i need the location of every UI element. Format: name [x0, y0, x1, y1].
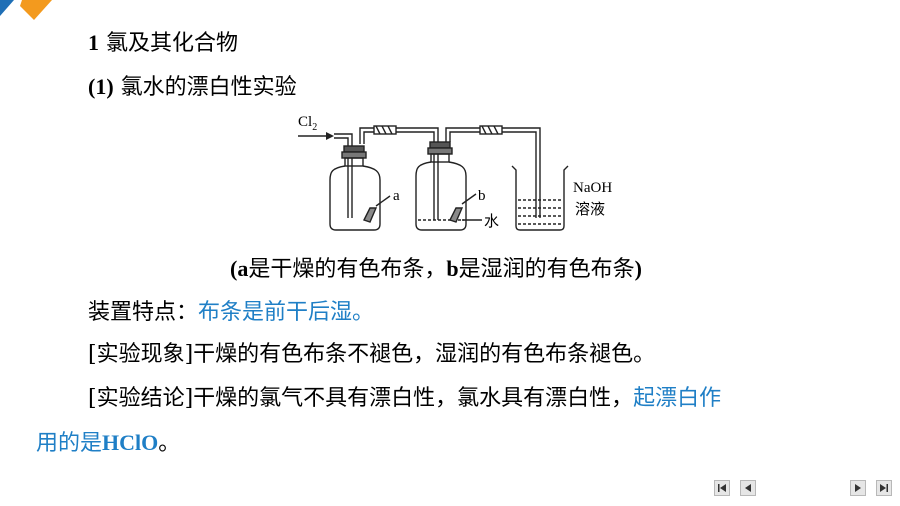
- hclo-formula: HClO: [102, 430, 159, 455]
- rubber-connector-1: [373, 125, 397, 135]
- label-water: 水: [484, 213, 499, 230]
- subsection-heading: (1) 氯水的漂白性实验: [88, 72, 297, 103]
- wet-strip-b: [449, 207, 464, 223]
- rubber-connector-2: [479, 125, 503, 135]
- last-page-icon: [880, 484, 888, 492]
- label-a: a: [393, 188, 400, 204]
- previous-page-icon: [745, 484, 751, 492]
- dry-strip-a: [363, 207, 378, 223]
- label-naoh: NaOH: [573, 180, 612, 196]
- label-b: b: [478, 188, 486, 204]
- cl2-label: Cl2: [298, 114, 317, 133]
- dry-bottle: [329, 127, 381, 231]
- feature-answer: 布条是前干后湿。: [198, 300, 375, 325]
- next-page-icon: [855, 484, 861, 492]
- first-page-icon: [718, 484, 726, 492]
- experiment-phenomenon: [实验现象]干燥的有色布条不褪色，湿润的有色布条褪色。: [88, 342, 656, 367]
- caption-a: a: [237, 256, 249, 281]
- experiment-conclusion: [实验结论]干燥的氯气不具有漂白性，氯水具有漂白性，起漂白作: [88, 386, 722, 411]
- device-feature: 装置特点：布条是前干后湿。: [88, 298, 374, 328]
- figure-caption: (a是干燥的有色布条，b是湿润的有色布条): [230, 256, 642, 282]
- naoh-beaker: [511, 165, 569, 231]
- wet-bottle: [415, 127, 482, 231]
- section-title: 氯及其化合物: [106, 31, 239, 56]
- last-page-button[interactable]: [876, 480, 892, 496]
- subsection-title: 氯水的漂白性实验: [120, 75, 297, 100]
- label-solution: 溶液: [575, 201, 605, 218]
- conclusion-answer: 起漂白作: [633, 386, 722, 411]
- previous-page-button[interactable]: [740, 480, 756, 496]
- feature-label: 装置特点：: [88, 300, 199, 325]
- section-heading: 1 氯及其化合物: [88, 28, 238, 59]
- next-page-button[interactable]: [850, 480, 866, 496]
- apparatus-diagram: Cl2 a b 水: [298, 114, 612, 231]
- subsection-number: (1): [88, 74, 114, 99]
- section-number: 1: [88, 30, 99, 55]
- experiment-conclusion-cont: 用的是HClO。: [36, 430, 181, 456]
- first-page-button[interactable]: [714, 480, 730, 496]
- corner-logo: [0, 0, 52, 20]
- caption-b: b: [446, 256, 459, 281]
